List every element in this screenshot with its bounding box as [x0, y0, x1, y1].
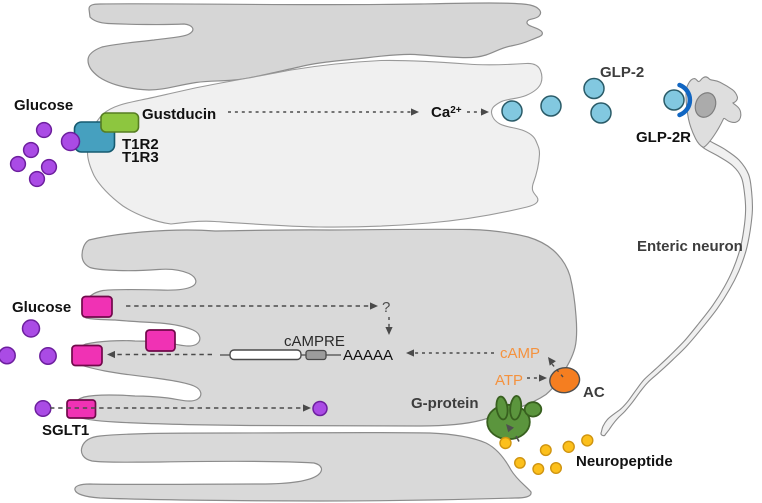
svg-text:T1R3: T1R3 — [122, 149, 159, 166]
svg-text:GLP-2: GLP-2 — [600, 64, 644, 81]
svg-text:SGLT1: SGLT1 — [42, 422, 89, 439]
svg-text:Glucose: Glucose — [12, 299, 71, 316]
svg-text:cAMP: cAMP — [500, 345, 540, 362]
svg-text:Gustducin: Gustducin — [142, 106, 216, 123]
svg-text:G-protein: G-protein — [411, 395, 479, 412]
svg-text:?: ? — [382, 299, 390, 316]
svg-text:Glucose: Glucose — [14, 97, 73, 114]
svg-text:ATP: ATP — [495, 372, 523, 389]
svg-text:AC: AC — [583, 384, 605, 401]
svg-text:AAAAA: AAAAA — [343, 347, 393, 364]
svg-text:T1R2: T1R2 — [122, 136, 159, 153]
svg-text:Neuropeptide: Neuropeptide — [576, 453, 673, 470]
svg-text:cAMPRE: cAMPRE — [284, 333, 345, 350]
svg-text:Enteric neuron: Enteric neuron — [637, 238, 743, 255]
svg-text:GLP-2R: GLP-2R — [636, 129, 691, 146]
